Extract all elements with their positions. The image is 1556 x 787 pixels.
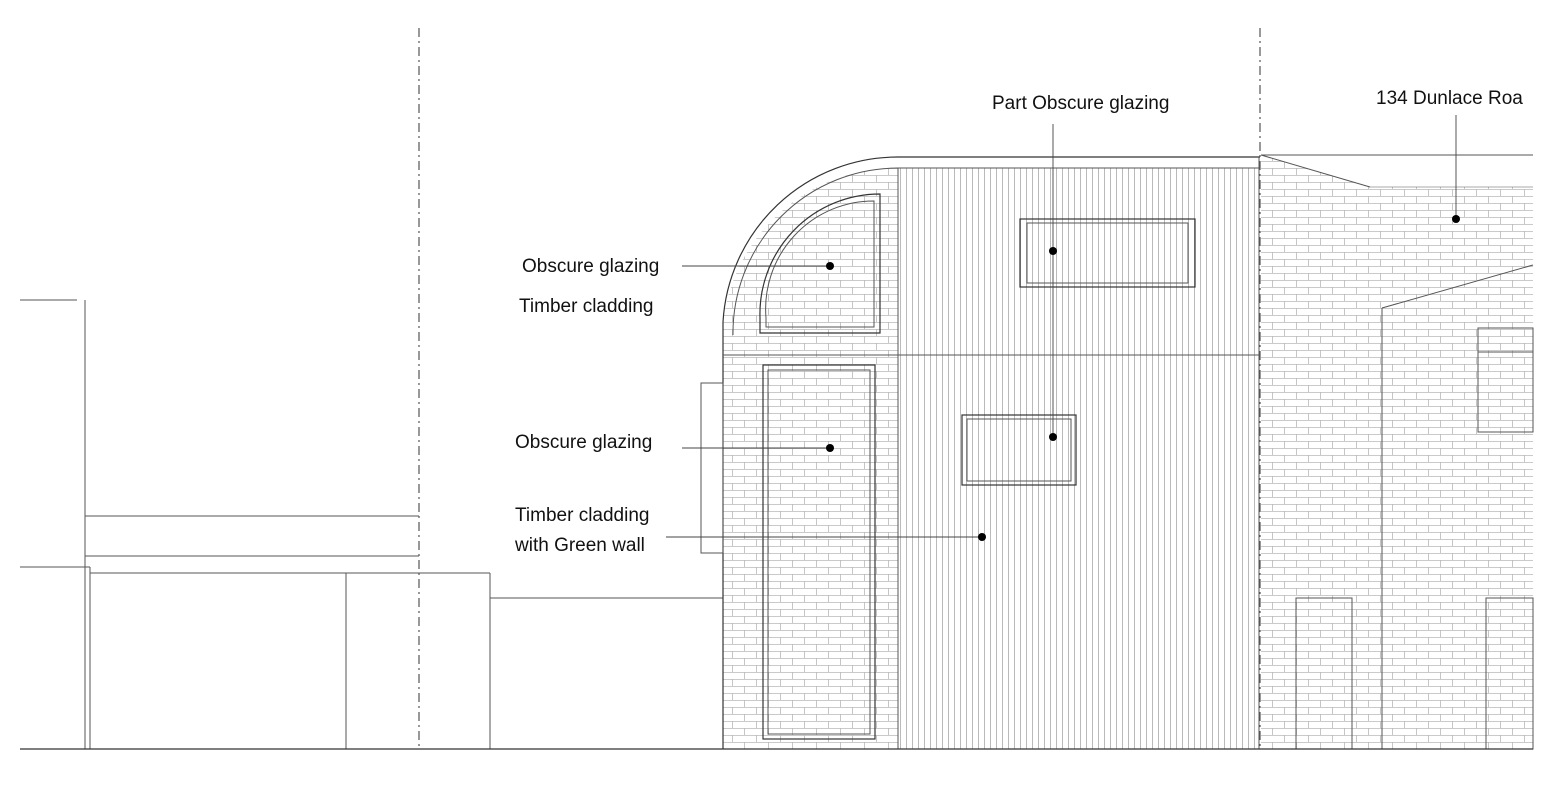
middle-window bbox=[961, 414, 1077, 486]
neighbour-house-134 bbox=[1260, 154, 1534, 750]
annotation-leaders bbox=[666, 115, 1457, 538]
proposed-extension bbox=[700, 156, 1260, 749]
label-obscure-glazing-upper: Obscure glazing bbox=[522, 256, 659, 277]
leader-dot-obscure-upper bbox=[826, 262, 834, 270]
label-timber-cladding-green-1: Timber cladding bbox=[515, 505, 649, 526]
label-obscure-glazing-lower: Obscure glazing bbox=[515, 432, 652, 453]
label-timber-cladding-green-2: with Green wall bbox=[514, 535, 645, 556]
leader-dot-obscure-lower bbox=[826, 444, 834, 452]
quarter-arch-window bbox=[759, 193, 881, 334]
left-neighbour-outline bbox=[20, 299, 733, 749]
leader-dot-neighbour bbox=[1452, 215, 1460, 223]
leader-dot-part-obscure-lower bbox=[1049, 433, 1057, 441]
leader-dot-timber-green bbox=[978, 533, 986, 541]
label-part-obscure-glazing: Part Obscure glazing bbox=[992, 93, 1169, 114]
label-neighbour-address: 134 Dunlace Roa bbox=[1376, 88, 1523, 109]
upper-rooflight-window bbox=[1019, 218, 1196, 288]
label-timber-cladding-upper: Timber cladding bbox=[519, 296, 653, 317]
leader-dot-part-obscure-upper bbox=[1049, 247, 1057, 255]
tall-window bbox=[762, 364, 876, 740]
